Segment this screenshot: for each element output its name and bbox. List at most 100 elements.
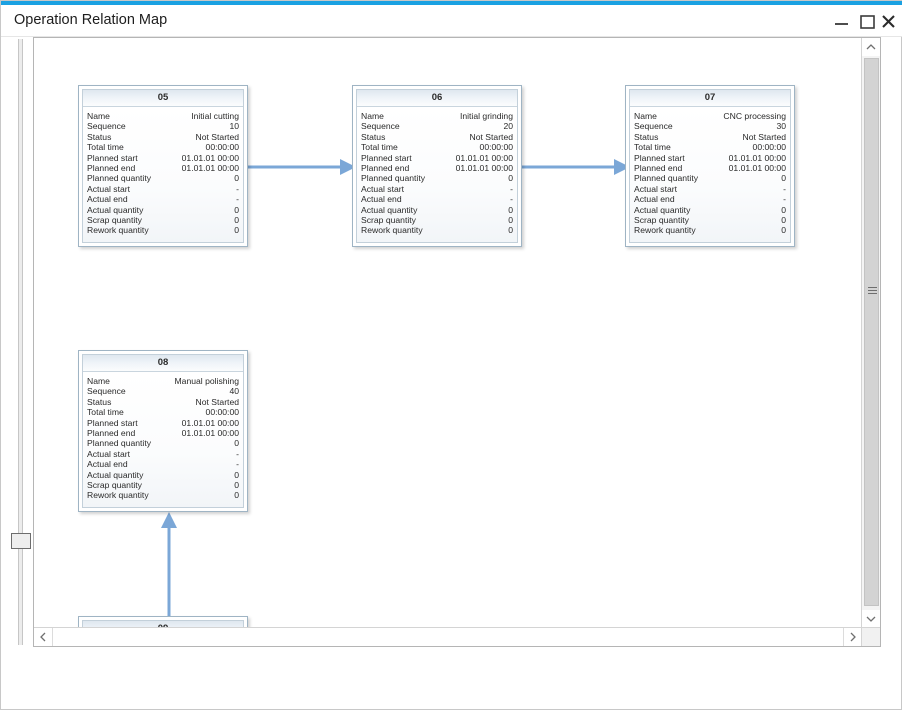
node-field-label: Status bbox=[87, 131, 112, 142]
node-field-value: 0 bbox=[234, 438, 239, 449]
scrollbar-grip-icon bbox=[868, 287, 877, 296]
scroll-right-button[interactable] bbox=[843, 628, 862, 646]
node-field-label: Sequence bbox=[87, 386, 126, 397]
zoom-slider-track[interactable] bbox=[18, 39, 23, 645]
node-field-value: 01.01.01 00:00 bbox=[455, 163, 513, 174]
node-field-row: Status Not Started bbox=[87, 132, 239, 142]
zoom-slider-thumb[interactable] bbox=[11, 533, 31, 549]
node-field-value: 01.01.01 00:00 bbox=[728, 152, 786, 163]
close-button[interactable] bbox=[876, 9, 902, 33]
node-field-label: Planned end bbox=[361, 163, 410, 174]
node-field-label: Status bbox=[361, 131, 386, 142]
node-field-value: 00:00:00 bbox=[205, 407, 239, 418]
node-field-row: Actual quantity 0 bbox=[634, 205, 786, 215]
node-field-value: - bbox=[236, 183, 239, 194]
node-field-label: Actual end bbox=[361, 194, 402, 205]
node-field-value: - bbox=[236, 194, 239, 205]
node-field-value: - bbox=[783, 194, 786, 205]
horizontal-scrollbar-track[interactable] bbox=[53, 628, 843, 646]
node-field-label: Rework quantity bbox=[634, 225, 696, 236]
node-field-value: 00:00:00 bbox=[479, 142, 513, 153]
node-field-value: 0 bbox=[508, 215, 513, 226]
node-field-row: Actual start- bbox=[361, 184, 513, 194]
horizontal-scrollbar[interactable] bbox=[34, 627, 862, 646]
node-field-label: Actual quantity bbox=[634, 204, 691, 215]
node-field-value: 01.01.01 00:00 bbox=[181, 163, 239, 174]
minimize-button[interactable] bbox=[829, 9, 855, 33]
node-field-value: 01.01.01 00:00 bbox=[181, 417, 239, 428]
chevron-left-icon bbox=[40, 632, 46, 642]
node-field-value: - bbox=[510, 183, 513, 194]
node-field-value: 40 bbox=[229, 386, 239, 397]
node-field-value: 01.01.01 00:00 bbox=[455, 152, 513, 163]
node-header: 07 bbox=[630, 90, 790, 107]
node-field-label: Scrap quantity bbox=[87, 480, 142, 491]
node-field-value: 0 bbox=[781, 204, 786, 215]
node-field-row: Total time 00:00:00 bbox=[361, 142, 513, 152]
node-field-row: Planned end 01.01.01 00:00 bbox=[361, 163, 513, 173]
node-field-label: Total time bbox=[361, 142, 398, 153]
scroll-up-button[interactable] bbox=[862, 38, 880, 56]
operation-node-09[interactable]: 09 NameMechanical polishingSequence50Sta… bbox=[78, 616, 248, 628]
accent-bar bbox=[1, 1, 902, 5]
node-field-label: Name bbox=[361, 111, 384, 121]
zoom-slider[interactable] bbox=[9, 37, 33, 647]
scroll-down-button[interactable] bbox=[862, 610, 880, 628]
node-field-label: Planned start bbox=[87, 417, 138, 428]
node-field-value: Not Started bbox=[195, 131, 239, 142]
title-bar: Operation Relation Map bbox=[1, 5, 902, 36]
node-field-label: Total time bbox=[87, 407, 124, 418]
node-field-label: Sequence bbox=[361, 121, 400, 132]
node-field-label: Scrap quantity bbox=[634, 215, 689, 226]
node-field-value: 0 bbox=[234, 490, 239, 501]
scroll-left-button[interactable] bbox=[34, 628, 53, 646]
node-field-label: Planned end bbox=[87, 163, 136, 174]
titlebar-divider bbox=[1, 36, 902, 37]
node-field-value: Initial grinding bbox=[459, 111, 513, 121]
node-field-label: Actual quantity bbox=[87, 469, 144, 480]
chevron-down-icon bbox=[866, 616, 876, 622]
node-field-label: Actual end bbox=[87, 459, 128, 470]
node-field-value: 30 bbox=[776, 121, 786, 132]
node-field-label: Planned quantity bbox=[87, 173, 152, 184]
maximize-button[interactable] bbox=[854, 9, 880, 33]
vertical-scrollbar-thumb[interactable] bbox=[864, 58, 879, 606]
node-field-value: Not Started bbox=[742, 131, 786, 142]
node-field-label: Name bbox=[87, 111, 110, 121]
node-field-label: Planned quantity bbox=[634, 173, 699, 184]
vertical-scrollbar[interactable] bbox=[861, 38, 880, 628]
node-field-label: Rework quantity bbox=[361, 225, 423, 236]
node-field-label: Rework quantity bbox=[87, 490, 149, 501]
node-header: 09 bbox=[83, 621, 243, 628]
node-field-value: 01.01.01 00:00 bbox=[728, 163, 786, 174]
node-field-label: Planned start bbox=[87, 152, 138, 163]
node-field-value: Not Started bbox=[195, 396, 239, 407]
node-field-value: 0 bbox=[234, 469, 239, 480]
chevron-up-icon bbox=[866, 44, 876, 50]
node-field-row: Name Initial grinding bbox=[361, 111, 513, 121]
node-field-row: Sequence 40 bbox=[87, 386, 239, 396]
